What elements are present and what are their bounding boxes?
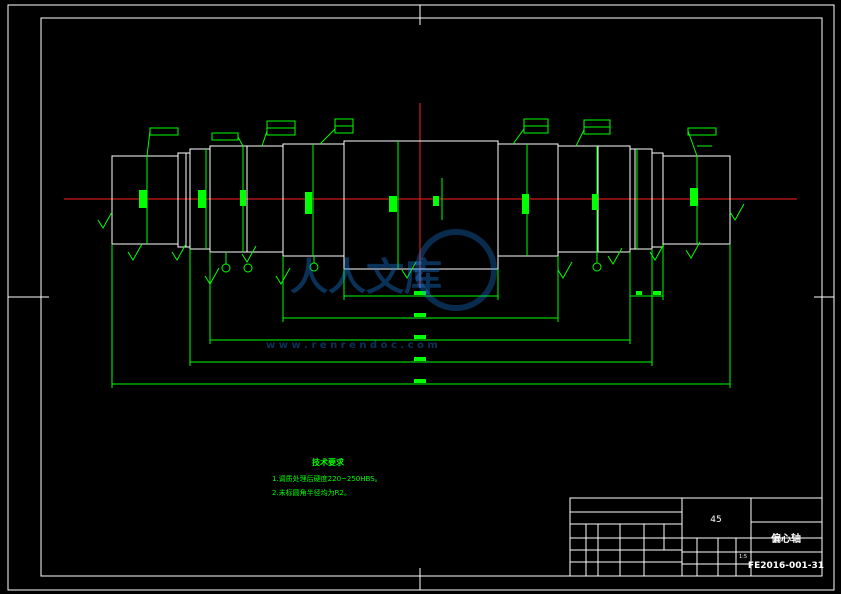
length-dimensions [111, 244, 731, 388]
watermark-url: w w w . r e n r e n d o c . c o m [266, 340, 438, 351]
title-block: 45 偏心轴 FE2016-001-31 1:5 [569, 497, 824, 577]
notes-heading: 技术要求 [312, 457, 345, 467]
roughness-symbols [97, 203, 745, 285]
material-label: 45 [710, 515, 721, 525]
diameter-labels [139, 188, 698, 214]
datum-markers [221, 252, 602, 273]
watermark-title: 人人文库 [290, 255, 442, 299]
notes-line-1: 1.调质处理后硬度220~250HBS。 [272, 474, 382, 483]
scale-value: 1:5 [739, 554, 747, 560]
tolerance-frames [146, 118, 717, 157]
drawing-number: FE2016-001-31 [748, 561, 824, 571]
part-name: 偏心轴 [771, 532, 801, 545]
centering-marks [8, 5, 834, 590]
notes-line-2: 2.未标圆角半径均为R2。 [272, 488, 351, 497]
technical-notes: 技术要求 1.调质处理后硬度220~250HBS。 2.未标圆角半径均为R2。 [272, 457, 382, 497]
watermark: 人人文库 w w w . r e n r e n d o c . c o m [266, 229, 497, 351]
length-labels [414, 291, 661, 383]
